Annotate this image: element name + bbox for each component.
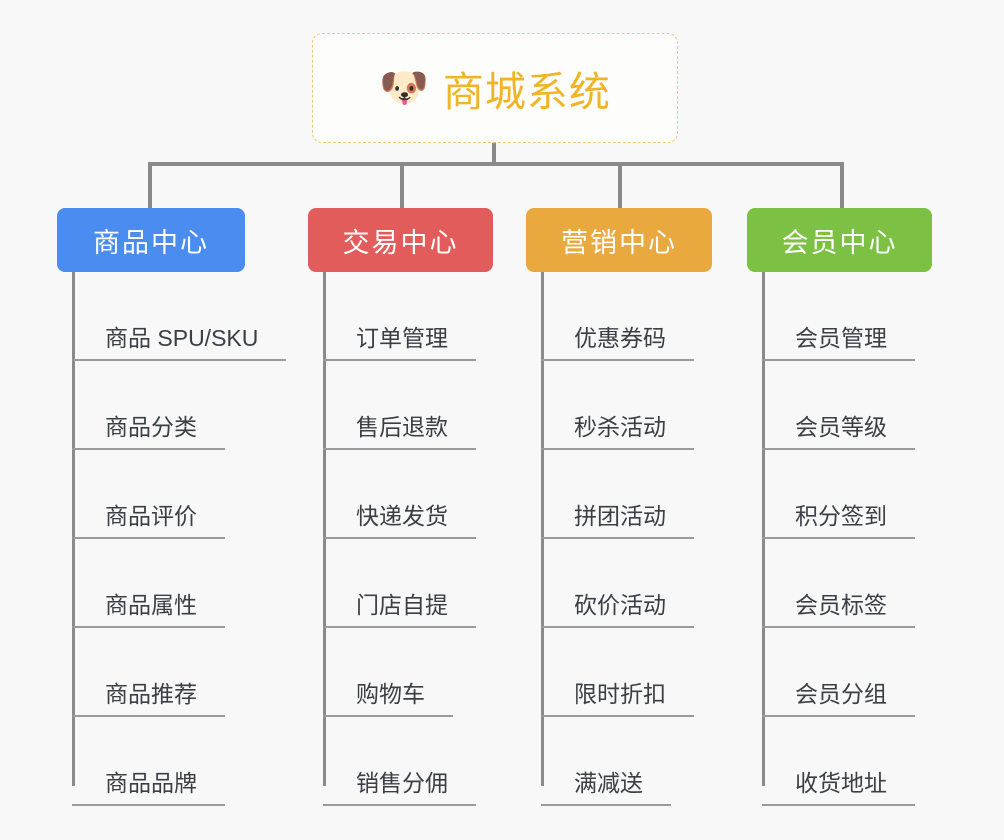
branch-column-2: 交易中心 订单管理 售后退款 快递发货 门店自提 购物车 销售分佣 — [308, 208, 493, 806]
leaf-item[interactable]: 会员标签 — [747, 539, 932, 628]
branch-column-3: 营销中心 优惠券码 秒杀活动 拼团活动 砍价活动 限时折扣 满减送 — [526, 208, 712, 806]
leaf-item[interactable]: 商品推荐 — [57, 628, 286, 717]
leaf-item[interactable]: 商品评价 — [57, 450, 286, 539]
leaf-item[interactable]: 收货地址 — [747, 717, 932, 806]
leaf-list-3: 优惠券码 秒杀活动 拼团活动 砍价活动 限时折扣 满减送 — [526, 272, 712, 806]
branch-spine-4 — [762, 272, 765, 786]
branch-spine-1 — [72, 272, 75, 786]
leaf-label: 秒杀活动 — [541, 414, 694, 450]
connector-drop-2 — [400, 162, 404, 208]
connector-drop-4 — [840, 162, 844, 208]
leaf-item[interactable]: 会员等级 — [747, 361, 932, 450]
leaf-label: 会员标签 — [762, 592, 915, 628]
leaf-label: 优惠券码 — [541, 325, 694, 361]
leaf-label: 会员分组 — [762, 681, 915, 717]
leaf-label: 售后退款 — [323, 414, 476, 450]
leaf-item[interactable]: 优惠券码 — [526, 272, 712, 361]
leaf-item[interactable]: 拼团活动 — [526, 450, 712, 539]
leaf-item[interactable]: 满减送 — [526, 717, 712, 806]
category-box-2[interactable]: 交易中心 — [308, 208, 493, 272]
leaf-item[interactable]: 秒杀活动 — [526, 361, 712, 450]
leaf-label: 商品分类 — [72, 414, 225, 450]
leaf-label: 拼团活动 — [541, 503, 694, 539]
root-node[interactable]: 🐶 商城系统 — [312, 33, 678, 143]
leaf-label: 积分签到 — [762, 503, 915, 539]
category-label-1: 商品中心 — [93, 227, 209, 258]
branch-spine-2 — [323, 272, 326, 786]
category-label-4: 会员中心 — [781, 227, 898, 258]
leaf-label: 商品推荐 — [72, 681, 225, 717]
leaf-label: 商品评价 — [72, 503, 225, 539]
leaf-label: 会员等级 — [762, 414, 915, 450]
leaf-item[interactable]: 商品属性 — [57, 539, 286, 628]
leaf-label: 销售分佣 — [323, 770, 476, 806]
connector-horizontal-bus — [148, 162, 844, 166]
leaf-item[interactable]: 会员分组 — [747, 628, 932, 717]
leaf-label: 订单管理 — [323, 325, 476, 361]
leaf-label: 商品属性 — [72, 592, 225, 628]
leaf-item[interactable]: 门店自提 — [308, 539, 493, 628]
leaf-item[interactable]: 限时折扣 — [526, 628, 712, 717]
branch-column-1: 商品中心 商品 SPU/SKU 商品分类 商品评价 商品属性 商品推荐 商品品牌 — [57, 208, 287, 806]
connector-drop-1 — [148, 162, 152, 208]
root-title: 商城系统 — [442, 69, 611, 115]
branch-column-4: 会员中心 会员管理 会员等级 积分签到 会员标签 会员分组 收货地址 — [747, 208, 932, 806]
leaf-label: 限时折扣 — [541, 681, 694, 717]
leaf-item[interactable]: 积分签到 — [747, 450, 932, 539]
leaf-list-4: 会员管理 会员等级 积分签到 会员标签 会员分组 收货地址 — [747, 272, 932, 806]
leaf-label: 商品 SPU/SKU — [72, 325, 287, 361]
category-label-2: 交易中心 — [342, 227, 459, 258]
shiba-dog-face-icon: 🐶 — [379, 66, 429, 110]
category-label-3: 营销中心 — [561, 227, 677, 258]
leaf-label: 门店自提 — [323, 592, 476, 628]
connector-drop-3 — [618, 162, 622, 208]
connector-root-stem — [492, 143, 496, 165]
branch-spine-3 — [541, 272, 544, 786]
leaf-label: 购物车 — [323, 681, 453, 717]
category-box-4[interactable]: 会员中心 — [747, 208, 932, 272]
leaf-item[interactable]: 会员管理 — [747, 272, 932, 361]
leaf-item[interactable]: 商品 SPU/SKU — [57, 272, 287, 361]
category-box-3[interactable]: 营销中心 — [526, 208, 712, 272]
leaf-list-2: 订单管理 售后退款 快递发货 门店自提 购物车 销售分佣 — [308, 272, 493, 806]
leaf-item[interactable]: 售后退款 — [308, 361, 493, 450]
leaf-item[interactable]: 砍价活动 — [526, 539, 712, 628]
leaf-label: 砍价活动 — [541, 592, 694, 628]
leaf-label: 会员管理 — [762, 325, 915, 361]
leaf-label: 满减送 — [541, 770, 671, 806]
leaf-label: 收货地址 — [762, 770, 915, 806]
leaf-label: 快递发货 — [323, 503, 476, 539]
leaf-item[interactable]: 商品品牌 — [57, 717, 286, 806]
leaf-label: 商品品牌 — [72, 770, 225, 806]
leaf-list-1: 商品 SPU/SKU 商品分类 商品评价 商品属性 商品推荐 商品品牌 — [57, 272, 287, 806]
leaf-item[interactable]: 订单管理 — [308, 272, 493, 361]
leaf-item[interactable]: 商品分类 — [57, 361, 286, 450]
leaf-item[interactable]: 购物车 — [308, 628, 493, 717]
category-box-1[interactable]: 商品中心 — [57, 208, 245, 272]
leaf-item[interactable]: 销售分佣 — [308, 717, 493, 806]
leaf-item[interactable]: 快递发货 — [308, 450, 493, 539]
